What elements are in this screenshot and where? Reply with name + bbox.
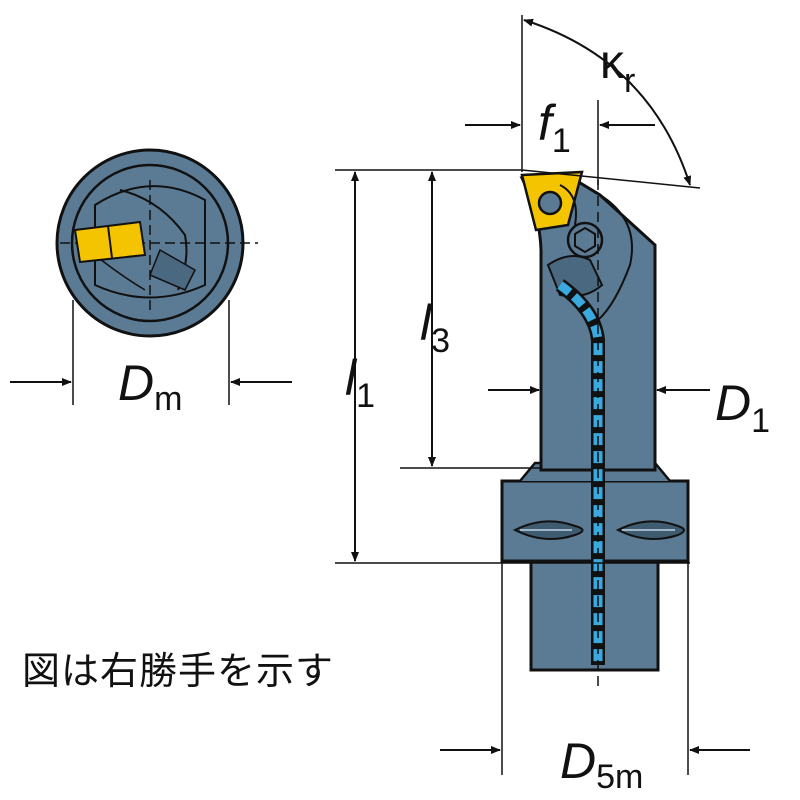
- flange-slot-left: [512, 520, 584, 540]
- kr-label: κr: [600, 36, 635, 100]
- l1-label: l1: [345, 350, 375, 415]
- flange-slot-right: [615, 520, 685, 540]
- right-hand-note: 図は右勝手を示す: [22, 649, 335, 693]
- side-view: [500, 170, 690, 690]
- l3-label: l3: [420, 295, 450, 360]
- end-view: Dm: [10, 148, 292, 418]
- kr-arc: [523, 18, 692, 186]
- d1-label: D1: [715, 375, 770, 440]
- dm-label: Dm: [118, 355, 182, 418]
- clamp-screw: [566, 221, 604, 259]
- f1-label: f1: [538, 95, 571, 160]
- coolant-channel: [555, 279, 605, 665]
- dimensions: l1 l3 f1 κr D1 D5m: [335, 15, 770, 796]
- d5m-label: D5m: [560, 733, 643, 796]
